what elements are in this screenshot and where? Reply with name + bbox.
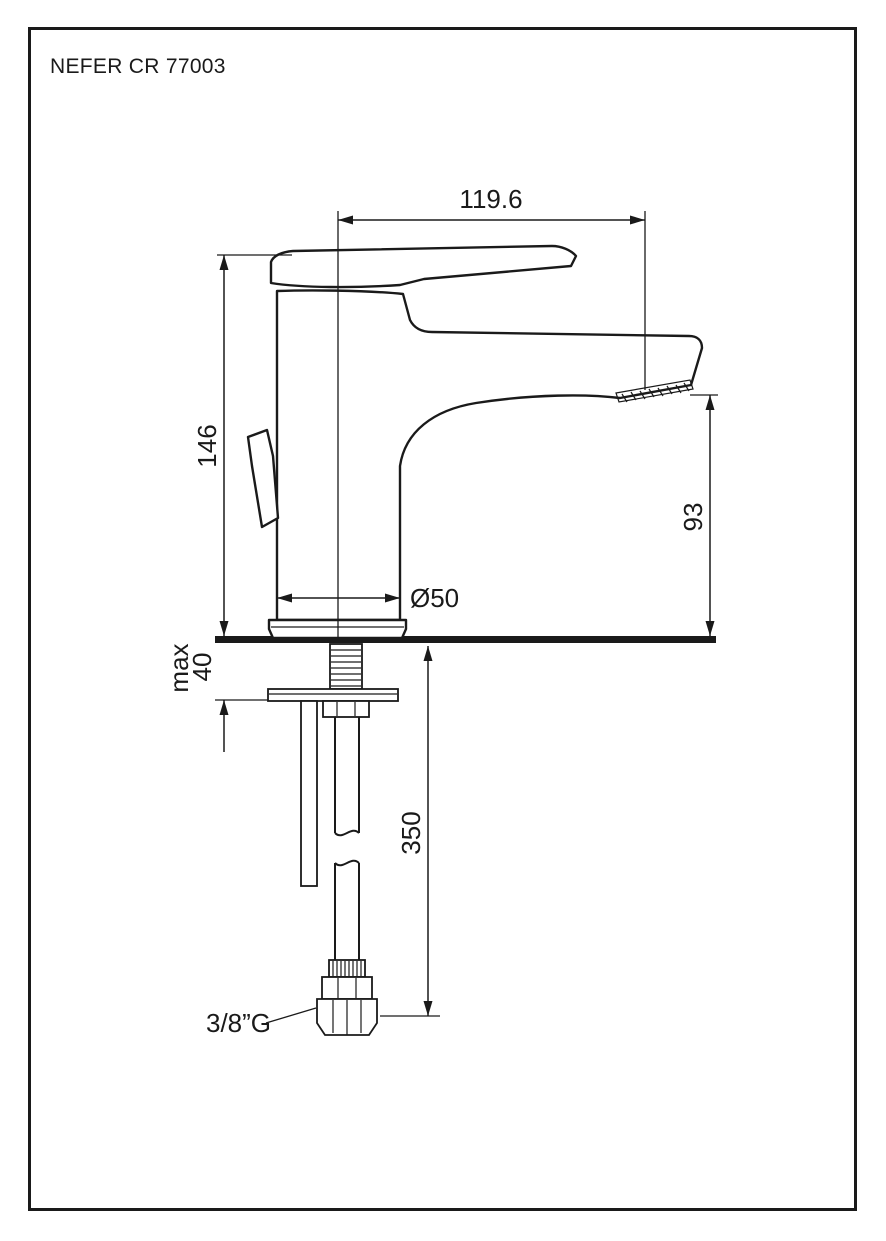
dim-supply-length: 350 <box>380 646 440 1017</box>
dim-spout-reach-label: 119.6 <box>459 184 522 214</box>
leader-line <box>265 1007 317 1024</box>
arrow-up-icon <box>423 646 433 661</box>
thread-callout: 3/8”G <box>206 1007 317 1038</box>
dim-spout-height-label: 93 <box>678 503 708 532</box>
counter-line <box>215 636 716 643</box>
arrow-left-icon <box>277 593 292 603</box>
dim-deck-max-value: 40 <box>187 653 217 682</box>
fixing-rod <box>300 700 318 887</box>
arrow-up-icon <box>219 700 229 715</box>
hose-lower-segment <box>334 863 360 960</box>
dim-deck-thickness: max 40 <box>164 643 268 752</box>
hose-break-upper <box>334 829 360 837</box>
crimp-collar <box>328 959 366 978</box>
arrow-down-icon <box>423 1001 433 1016</box>
arrow-right-icon <box>385 593 400 603</box>
arrow-left-icon <box>338 215 353 225</box>
dim-supply-length-label: 350 <box>396 811 426 854</box>
mounting-nut-facets <box>336 702 356 716</box>
mounting-flange <box>267 688 399 702</box>
thread-size-label: 3/8”G <box>206 1008 271 1038</box>
counter-surface <box>215 636 716 643</box>
lever-handle <box>269 244 578 289</box>
collar-ridges <box>332 961 362 976</box>
drawing-frame <box>28 27 857 1211</box>
arrow-up-icon <box>219 255 229 270</box>
arrow-right-icon <box>630 215 645 225</box>
arrow-up-icon <box>705 395 715 410</box>
hose-upper-segment <box>334 717 360 833</box>
aerator-hatch <box>615 379 694 403</box>
connector-nut-facets <box>332 1000 362 1035</box>
threaded-shank <box>329 643 363 690</box>
dim-total-height: 146 <box>192 254 292 636</box>
dim-total-height-label: 146 <box>192 424 222 467</box>
dim-spout-reach: 119.6 <box>337 184 646 637</box>
drawing-title: NEFER CR 77003 <box>50 55 226 78</box>
arrow-down-icon <box>219 621 229 636</box>
faucet-outline <box>246 244 704 640</box>
dim-deck-max-word: max <box>164 643 194 692</box>
hose-hex-facets <box>337 978 357 998</box>
under-counter-assembly <box>267 643 399 1036</box>
hose-hex-section <box>321 976 373 1000</box>
arrow-down-icon <box>705 621 715 636</box>
dim-spout-height: 93 <box>678 394 718 636</box>
mounting-nut <box>322 700 370 718</box>
dim-base-diameter: Ø50 <box>277 583 459 613</box>
faucet-body-spout <box>275 289 704 622</box>
dim-base-diameter-label: Ø50 <box>410 583 459 613</box>
hose-break-lower <box>334 859 360 867</box>
pop-up-rod <box>246 428 280 529</box>
supply-hose <box>334 717 360 960</box>
shank-threads <box>331 649 361 687</box>
